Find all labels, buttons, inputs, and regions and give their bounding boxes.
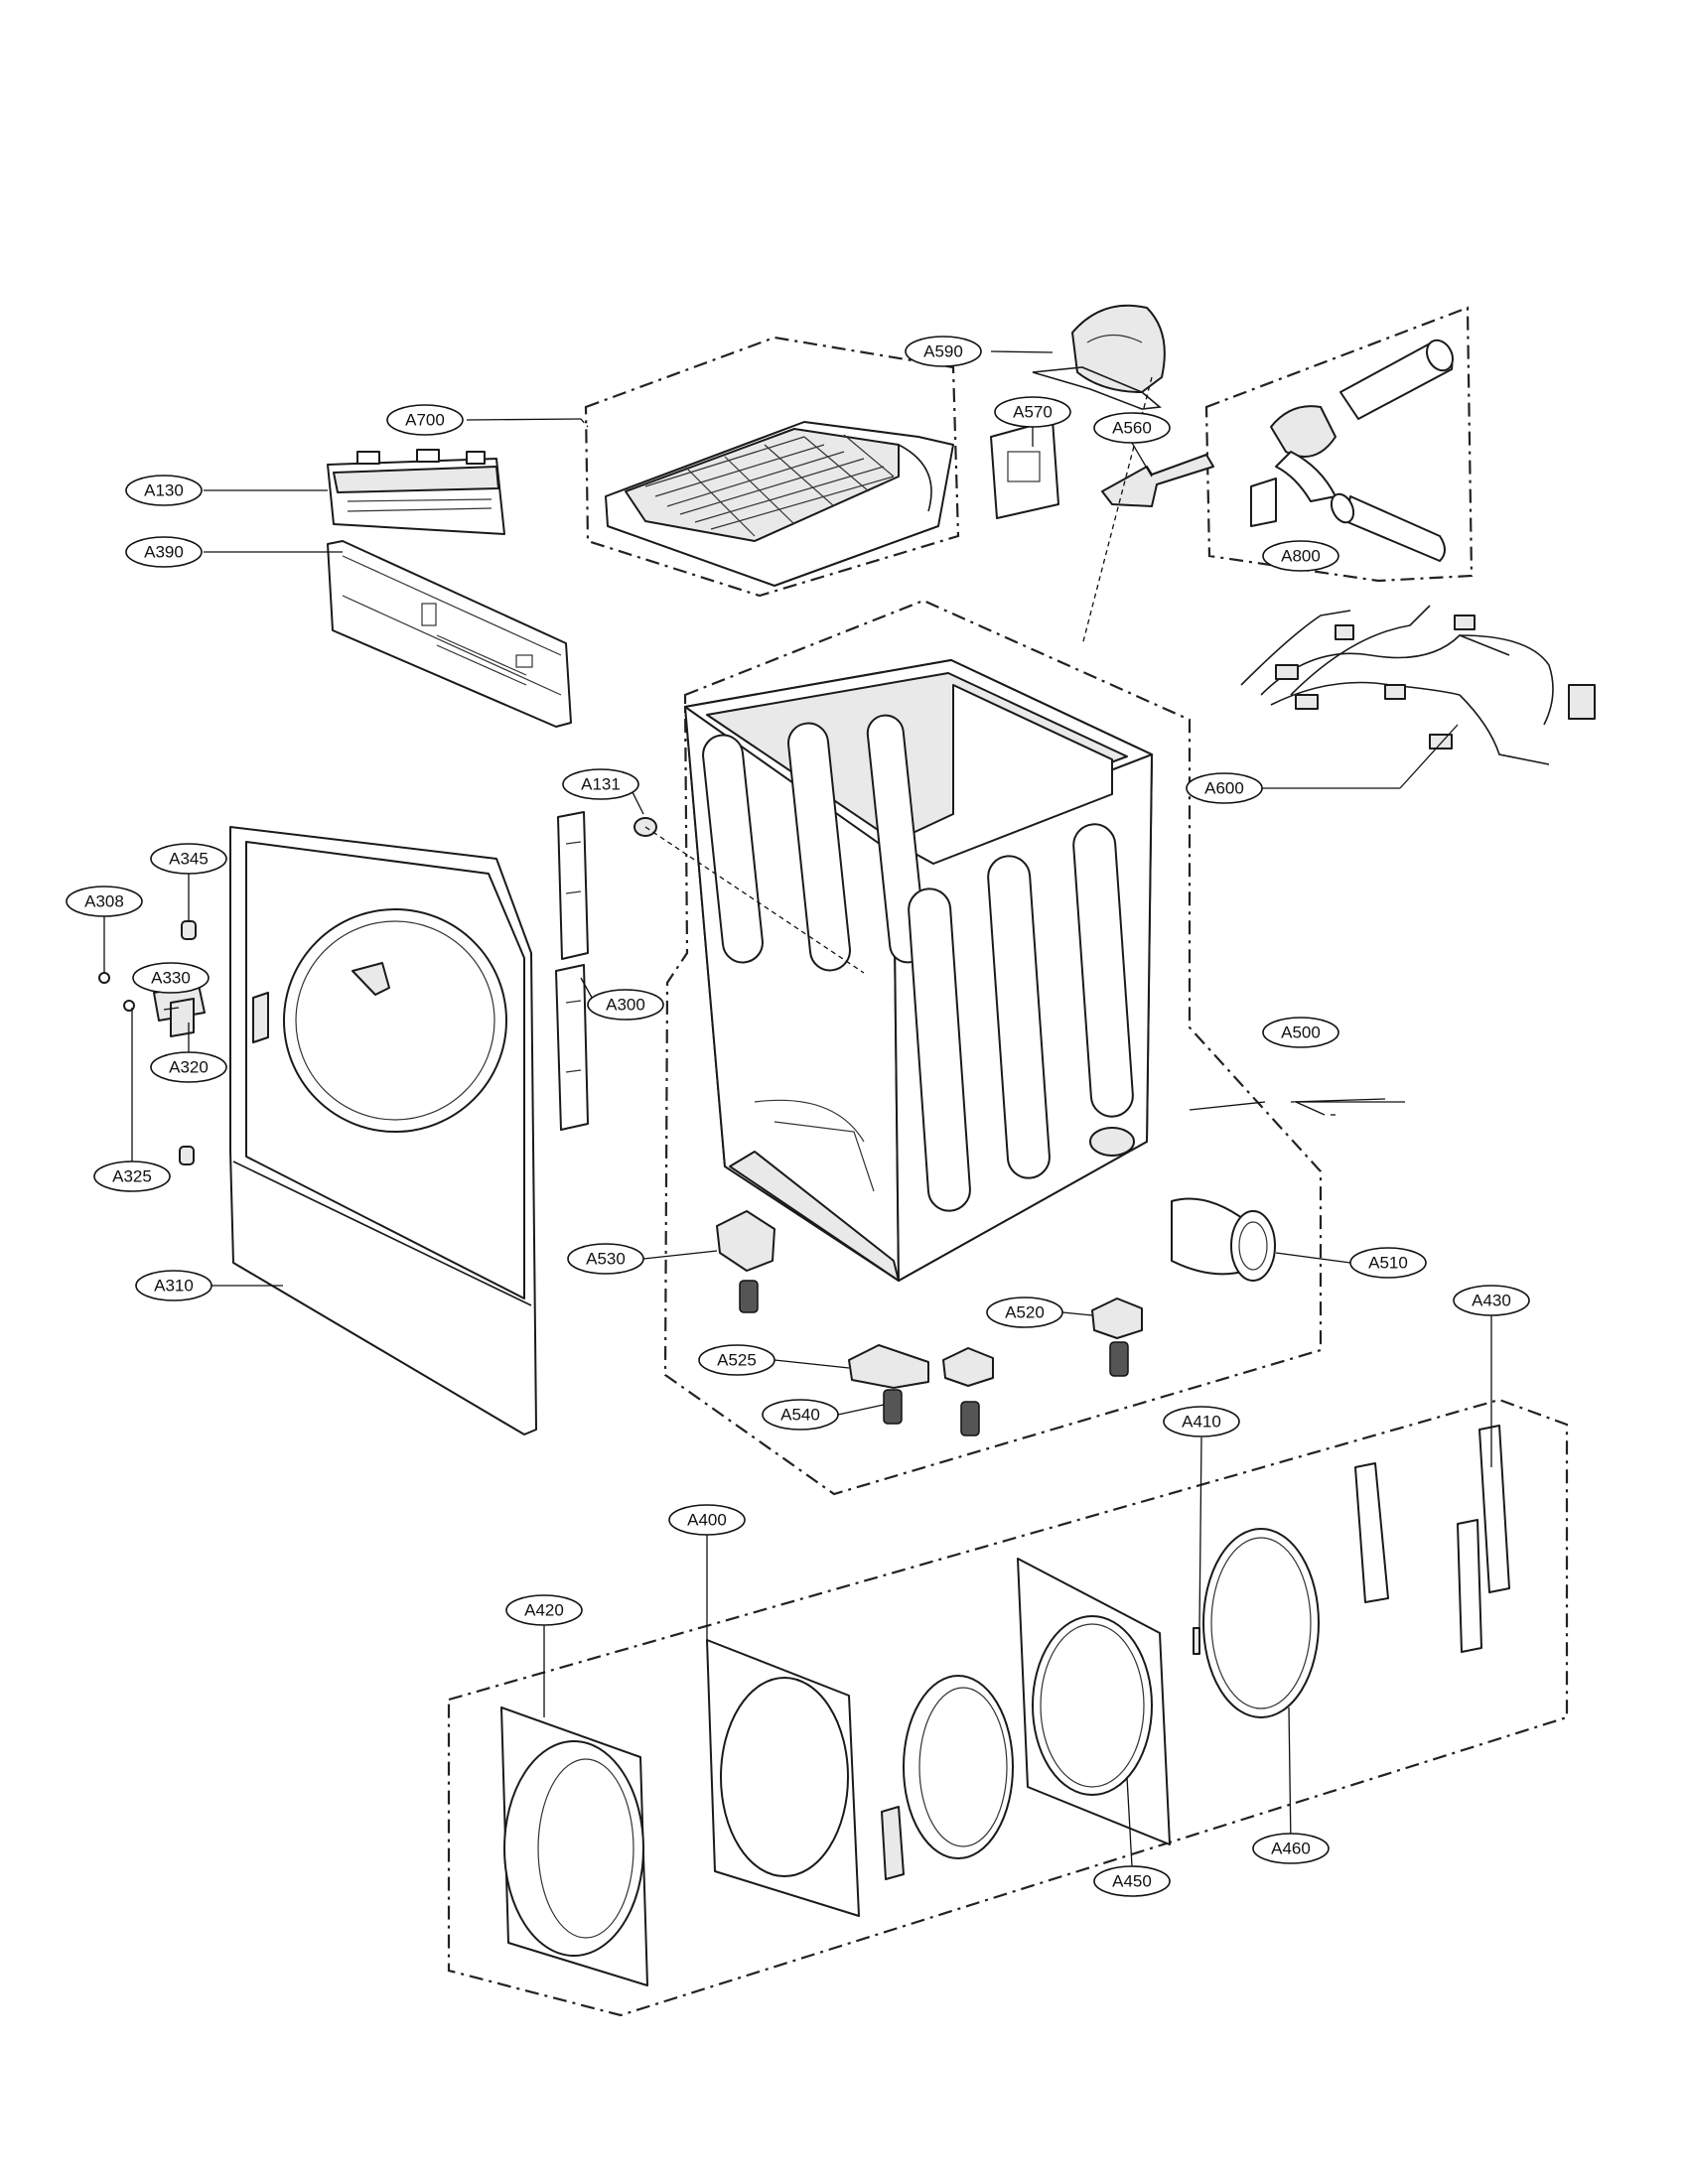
svg-text:A330: A330 <box>151 969 191 988</box>
svg-text:A510: A510 <box>1368 1254 1408 1273</box>
svg-text:A530: A530 <box>586 1250 626 1269</box>
svg-text:A390: A390 <box>144 543 184 562</box>
callout-a345: A345 <box>150 843 227 875</box>
callout-a520: A520 <box>986 1297 1063 1328</box>
a800-duct-kit-part <box>1250 339 1454 562</box>
a400-door-frame-part <box>706 1639 860 1917</box>
svg-text:A500: A500 <box>1281 1024 1321 1042</box>
callout-a800-label: A800 <box>1262 540 1339 572</box>
callout-a400: A400 <box>668 1504 746 1536</box>
callout-a450: A450 <box>1093 1865 1171 1897</box>
a590-part <box>1032 304 1166 410</box>
svg-text:A420: A420 <box>524 1601 564 1620</box>
svg-text:A410: A410 <box>1182 1413 1221 1432</box>
a530-bracket-part <box>716 1210 775 1313</box>
a540-leveling-feet-part <box>883 1347 994 1436</box>
a450-door-inner-part <box>1017 1558 1171 1845</box>
callout-a560: A560 <box>1093 412 1171 444</box>
svg-text:A308: A308 <box>84 892 124 911</box>
svg-text:A540: A540 <box>780 1406 820 1425</box>
callout-a310: A310 <box>135 1270 212 1301</box>
callout-a330: A330 <box>132 962 210 994</box>
svg-text:A590: A590 <box>923 342 963 361</box>
svg-text:A600: A600 <box>1204 779 1244 798</box>
svg-text:A400: A400 <box>687 1511 727 1530</box>
callout-a525: A525 <box>698 1344 775 1376</box>
svg-text:A430: A430 <box>1472 1292 1511 1310</box>
callout-a700: A700 <box>386 404 464 436</box>
top-plate-part <box>605 421 954 587</box>
svg-text:A130: A130 <box>144 481 184 500</box>
svg-text:A460: A460 <box>1271 1840 1311 1858</box>
callout-a130: A130 <box>125 475 203 506</box>
callout-a590: A590 <box>905 336 982 367</box>
svg-text:A131: A131 <box>581 775 621 794</box>
callout-a320: A320 <box>150 1051 227 1083</box>
svg-text:A525: A525 <box>717 1351 757 1370</box>
callout-a390: A390 <box>125 536 203 568</box>
door-ring-part <box>881 1675 1014 1880</box>
svg-text:A700: A700 <box>405 411 445 430</box>
a300-hinge-part <box>555 811 589 1131</box>
callout-a500: A500 <box>1262 1017 1339 1048</box>
svg-text:A570: A570 <box>1013 403 1053 422</box>
callout-a325: A325 <box>93 1160 171 1192</box>
a600-wire-harness-part <box>1240 605 1596 765</box>
control-panel-frame-part <box>327 540 572 728</box>
a410-latch-part <box>1193 1627 1200 1655</box>
svg-text:A310: A310 <box>154 1277 194 1296</box>
cabinet-part <box>684 659 1153 1282</box>
a430-hinge-part <box>1354 1425 1510 1653</box>
a525-bracket-part <box>848 1344 929 1389</box>
leader-lines <box>103 350 1492 1867</box>
callout-a131: A131 <box>562 768 639 800</box>
door-group-outline <box>447 1398 1569 2017</box>
svg-text:A320: A320 <box>169 1058 209 1077</box>
svg-text:A325: A325 <box>112 1167 152 1186</box>
front-panel-part <box>229 826 537 1435</box>
callout-a460: A460 <box>1252 1833 1330 1864</box>
callout-a600: A600 <box>1186 772 1263 804</box>
callout-a308: A308 <box>66 886 143 917</box>
top-plate-group-outline <box>584 336 960 598</box>
callout-a530: A530 <box>567 1243 644 1275</box>
svg-text:A800: A800 <box>1281 547 1321 566</box>
a520-bracket-part <box>1091 1297 1143 1377</box>
duct-kit-group-outline <box>1204 306 1474 583</box>
a510-vent-part <box>1171 1197 1276 1282</box>
svg-text:A560: A560 <box>1112 419 1152 438</box>
callout-a510: A510 <box>1349 1247 1427 1279</box>
a560-part <box>1101 454 1214 507</box>
svg-text:A300: A300 <box>606 996 645 1015</box>
svg-text:A345: A345 <box>169 850 209 869</box>
callout-a410: A410 <box>1163 1406 1240 1437</box>
svg-text:A450: A450 <box>1112 1872 1152 1891</box>
callout-a420: A420 <box>505 1594 583 1626</box>
control-box-part <box>327 449 505 535</box>
a460-gasket-part <box>1202 1528 1320 1718</box>
a570-part <box>990 419 1059 519</box>
callout-a430: A430 <box>1453 1285 1530 1316</box>
callout-a570: A570 <box>994 396 1071 428</box>
svg-text:A520: A520 <box>1005 1303 1045 1322</box>
a420-door-outer-part <box>500 1706 648 1986</box>
callout-a300: A300 <box>587 989 664 1021</box>
callout-a540: A540 <box>762 1399 839 1431</box>
